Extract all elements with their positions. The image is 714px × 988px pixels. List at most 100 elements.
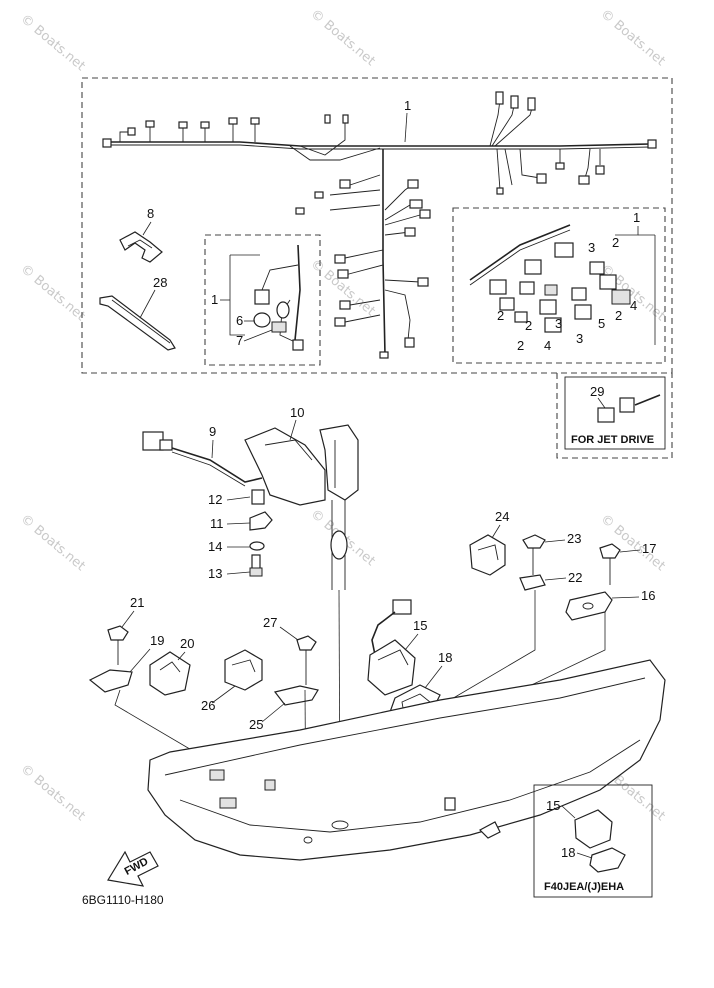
leader-line — [139, 289, 156, 319]
callout-28: 28 — [153, 275, 167, 290]
callout-29: 29 — [590, 384, 604, 399]
leader-line — [404, 633, 419, 651]
grommet-part-18-variant — [589, 847, 626, 873]
callout-10: 10 — [290, 405, 304, 420]
watermark: © Boats.net — [17, 12, 87, 74]
callout-17: 17 — [642, 541, 656, 556]
leader-line — [491, 524, 501, 539]
leader-line — [226, 522, 251, 525]
bracket-part-10 — [244, 424, 359, 506]
leader-line — [261, 702, 286, 723]
collar-part-12 — [251, 489, 265, 505]
leader-line — [615, 226, 639, 236]
callout-24: 24 — [495, 509, 509, 524]
sub-harness — [253, 244, 304, 351]
leader-line — [544, 577, 567, 581]
callout-25: 25 — [249, 717, 263, 732]
connector-part-15-variant — [574, 809, 613, 849]
callout-4a: 4 — [630, 298, 637, 313]
wire-harness — [102, 91, 657, 359]
shaft-grommet — [330, 530, 348, 560]
leader-line — [142, 221, 152, 236]
callout-20: 20 — [180, 636, 194, 651]
harness-frame — [81, 77, 673, 374]
bottom-cowling — [147, 659, 666, 861]
leader-line — [243, 329, 273, 342]
clamp-part-19 — [88, 669, 133, 693]
callout-1-left: 1 — [211, 292, 218, 307]
callout-2a: 2 — [612, 235, 619, 250]
lead-wire-part-9 — [142, 431, 263, 487]
jet-drive-box — [564, 376, 666, 450]
holder-part-20 — [149, 651, 191, 696]
leader-line — [576, 852, 593, 859]
callout-11: 11 — [210, 516, 224, 531]
callout-8: 8 — [147, 206, 154, 221]
screw-part-17 — [599, 543, 621, 585]
callout-15: 15 — [413, 618, 427, 633]
callout-26: 26 — [201, 698, 215, 713]
clamp-part-22 — [519, 574, 546, 591]
watermark: © Boats.net — [597, 512, 667, 574]
callout-9: 9 — [209, 424, 216, 439]
holder-part-24 — [469, 534, 506, 576]
connector-detail-frame — [452, 207, 666, 364]
connector-part-29 — [597, 394, 661, 423]
screw-part-23 — [522, 534, 546, 575]
jet-drive-label: FOR JET DRIVE — [571, 434, 654, 446]
model-variant-box — [533, 784, 653, 898]
leader-line — [611, 596, 640, 599]
callout-5: 5 — [598, 316, 605, 331]
watermark: © Boats.net — [17, 512, 87, 574]
leader-line — [121, 610, 135, 628]
leader-line — [177, 651, 186, 661]
watermark: © Boats.net — [597, 7, 667, 69]
leader-line — [619, 549, 641, 553]
watermark: © Boats.net — [17, 262, 87, 324]
leader-line — [279, 626, 299, 641]
callout-18-variant: 18 — [561, 845, 575, 860]
callout-15-variant: 15 — [546, 798, 560, 813]
leader-line — [226, 571, 251, 575]
bolt-part-13 — [249, 554, 263, 577]
callout-2d: 2 — [525, 318, 532, 333]
callout-1-main: 1 — [404, 98, 411, 113]
drawing-code: 6BG1110-H180 — [82, 893, 164, 907]
cable-tie-part-28 — [99, 295, 176, 351]
callout-22: 22 — [568, 570, 582, 585]
leader-line — [211, 685, 236, 704]
watermark: © Boats.net — [597, 262, 667, 324]
callout-27: 27 — [263, 615, 277, 630]
plate-part-11 — [249, 511, 273, 531]
callout-3b: 3 — [555, 316, 562, 331]
watermark: © Boats.net — [307, 257, 377, 319]
callout-2e: 2 — [517, 338, 524, 353]
clamp-part-25 — [273, 685, 319, 706]
holder-part-26 — [224, 649, 263, 691]
watermark: © Boats.net — [17, 762, 87, 824]
forward-arrow-icon — [107, 850, 159, 887]
leader-line — [561, 805, 576, 819]
callout-3c: 3 — [576, 331, 583, 346]
callout-1-right: 1 — [633, 210, 640, 225]
washer-part-14 — [249, 541, 265, 551]
sub-harness-frame — [204, 234, 321, 366]
connector-harness-part-15 — [367, 599, 416, 696]
screw-part-27 — [296, 635, 317, 685]
leader-line — [226, 496, 251, 501]
callout-16: 16 — [641, 588, 655, 603]
leader-line — [129, 648, 151, 673]
callout-18: 18 — [438, 650, 452, 665]
screw-part-21 — [107, 625, 129, 665]
leader-line — [114, 689, 201, 756]
callout-6: 6 — [236, 313, 243, 328]
callout-3a: 3 — [588, 240, 595, 255]
callout-19: 19 — [150, 633, 164, 648]
callout-14: 14 — [208, 539, 222, 554]
watermark: © Boats.net — [307, 7, 377, 69]
callout-7: 7 — [236, 333, 243, 348]
leader-line — [404, 112, 408, 143]
clip-part-8 — [119, 231, 163, 263]
callout-4b: 4 — [544, 338, 551, 353]
